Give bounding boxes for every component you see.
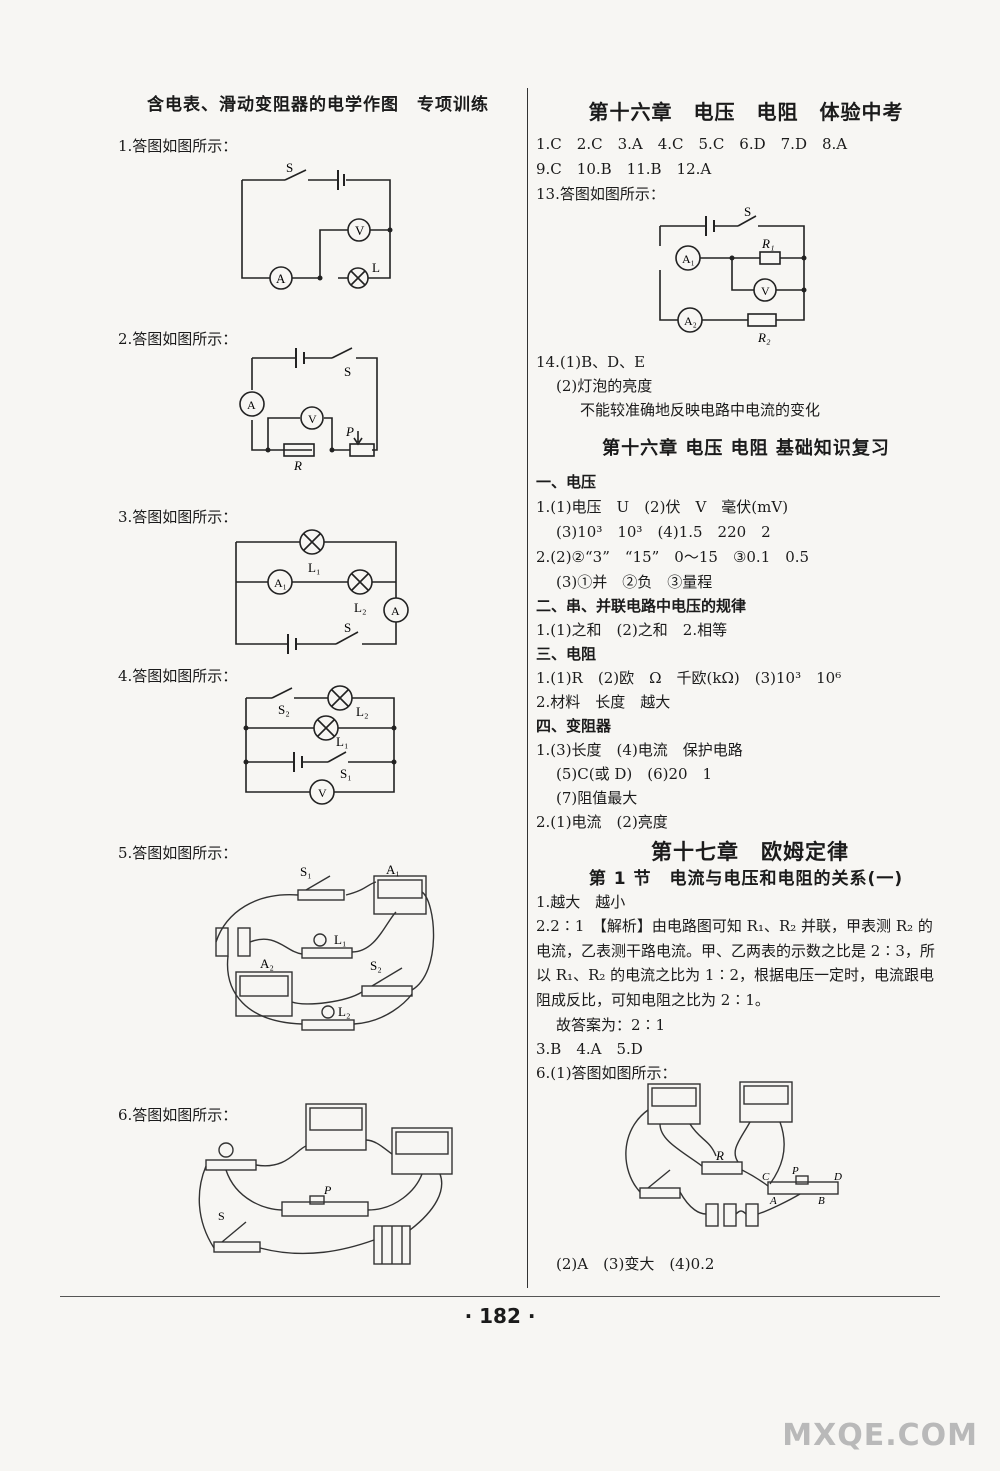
question-2-label: 2.答图如图所示： (118, 330, 238, 348)
answer-6-part-2: (2)A (3)变大 (4)0.2 (556, 1255, 715, 1273)
diagram-5-ammeter-2-label: A₂ (260, 956, 274, 971)
answer-14-part-1: 14.(1)B、D、E (536, 353, 646, 371)
left-column: 含电表、滑动变阻器的电学作图 专项训练 (118, 90, 518, 115)
footer-rule (60, 1296, 940, 1297)
voltage-line-2: (3)10³ 10³ (4)1.5 220 2 (556, 523, 771, 541)
section-1-title: 第 1 节 电流与电压和电阻的关系(一) (588, 869, 904, 889)
diagram-3-ammeter-label: A (391, 604, 400, 618)
circuit-diagram-4: S₂ L₂ L₁ S₁ V (243, 685, 397, 805)
page-number: · 182 · (464, 1304, 536, 1328)
answers-3-5: 3.B 4.A 5.D (536, 1040, 643, 1058)
section-rheostat: 四、变阻器 (536, 717, 612, 735)
answers-row-1: 1.C 2.C 3.A 4.C 5.C 6.D 7.D 8.A (536, 135, 848, 153)
circuit-diagram-3: A₁ L₁ L₂ A S (235, 529, 409, 654)
diagram-5-lamp-1-label: L₁ (334, 932, 346, 947)
answer-6-terminal-c-label: C (762, 1171, 770, 1183)
diagram-13-resistor-1-label: R₁ (761, 236, 774, 251)
diagram-5-switch-2-label: S₂ (370, 958, 382, 973)
question-4-label: 4.答图如图所示： (118, 667, 238, 685)
rheostat-line-2: (5)C(或 D) (6)20 1 (556, 765, 713, 783)
physical-circuit-5: S₁ A₁ L₁ A₂ S₂ L₂ (215, 862, 435, 1031)
watermark: MXQE.COM (782, 1418, 978, 1453)
voltage-line-4: (3)①并 ②负 ③量程 (556, 573, 713, 591)
diagram-13-voltmeter-label: V (761, 284, 770, 298)
resistance-line-1: 1.(1)R (2)欧 Ω 千欧(kΩ) (3)10³ 10⁶ (536, 669, 842, 687)
voltage-line-3: 2.(2)②“3” “15” 0～15 ③0.1 0.5 (536, 548, 810, 566)
answer-6-terminal-d-label: D (833, 1171, 842, 1183)
diagram-4-switch-2-label: S₂ (278, 702, 290, 717)
answer-6-slider-label: P (791, 1165, 799, 1177)
voltage-line-1: 1.(1)电压 U (2)伏 V 毫伏(mV) (536, 498, 789, 516)
answer-6-terminal-b-label: B (818, 1195, 825, 1207)
diagram-5-switch-1-label: S₁ (300, 864, 312, 879)
diagram-2-switch-label: S (344, 364, 351, 379)
diagram-13-switch-label: S (744, 204, 751, 219)
diagram-4-voltmeter-label: V (318, 786, 327, 800)
chapter-16-exam-title: 第十六章 电压 电阻 体验中考 (588, 100, 904, 124)
diagram-13-resistor-2-label: R₂ (757, 330, 771, 345)
question-6-label: 6.答图如图所示： (118, 1106, 238, 1124)
answer-2-conclusion: 故答案为：2∶1 (556, 1016, 666, 1034)
diagram-5-ammeter-1-label: A₁ (386, 862, 400, 877)
section-voltage: 一、电压 (536, 473, 597, 491)
diagram-1-switch-label: S (286, 160, 293, 175)
diagram-4-lamp-1-label: L₁ (336, 734, 348, 749)
question-5-label: 5.答图如图所示： (118, 844, 238, 862)
question-3-label: 3.答图如图所示： (118, 508, 238, 526)
diagram-2-voltmeter-label: V (308, 412, 317, 426)
question-1-label: 1.答图如图所示： (118, 137, 238, 155)
diagram-13-ammeter-2-label: A₂ (684, 314, 697, 328)
voltage-rules-line-1: 1.(1)之和 (2)之和 2.相等 (536, 621, 728, 639)
answer-2-explanation: 2.2∶1 【解析】由电路图可知 R₁、R₂ 并联，甲表测 R₂ 的电流，乙表测… (536, 917, 935, 1009)
answers-row-2: 9.C 10.B 11.B 12.A (536, 160, 712, 178)
left-section-title: 含电表、滑动变阻器的电学作图 专项训练 (147, 95, 489, 115)
answer-14-part-3: 不能较准确地反映电路中电流的变化 (580, 401, 821, 419)
diagram-1-ammeter-label: A (276, 271, 286, 286)
column-divider (527, 88, 528, 1288)
section-resistance: 三、电阻 (536, 645, 597, 663)
physical-circuit-6: P S (198, 1103, 453, 1265)
diagram-5-lamp-2-label: L₂ (338, 1004, 350, 1019)
answer-6-part-1: 6.(1)答图如图所示： (536, 1064, 677, 1082)
diagram-4-switch-1-label: S₁ (340, 766, 352, 781)
circuit-diagram-13: S A₁ R₁ V A₂ R₂ (659, 204, 807, 345)
answer-1: 1.越大 越小 (536, 893, 626, 911)
diagram-13-ammeter-1-label: A₁ (682, 252, 695, 266)
diagram-3-lamp-2-label: L₂ (354, 600, 366, 615)
diagram-2-ammeter-label: A (247, 398, 256, 412)
chapter-17-title: 第十七章 欧姆定律 (651, 840, 849, 864)
question-13-label: 13.答图如图所示： (536, 185, 665, 203)
diagram-2-slider-label: P (345, 424, 354, 439)
section-voltage-rules: 二、串、并联电路中电压的规律 (536, 597, 747, 615)
chapter-16-review-title: 第十六章 电压 电阻 基础知识复习 (602, 438, 890, 459)
diagram-2-resistor-label: R (293, 458, 302, 473)
answer-14-part-2: (2)灯泡的亮度 (556, 377, 653, 395)
circuit-diagram-1: S V A L (241, 160, 393, 290)
diagram-6-switch-label: S (218, 1209, 225, 1223)
diagram-3-ammeter-1-label: A₁ (274, 576, 287, 590)
diagram-3-lamp-1-label: L₁ (308, 560, 320, 575)
diagram-1-voltmeter-label: V (355, 223, 365, 238)
diagram-6-slider-label: P (323, 1183, 332, 1197)
answer-6-resistor-label: R (715, 1148, 724, 1163)
rheostat-line-1: 1.(3)长度 (4)电流 保护电路 (536, 741, 743, 759)
circuit-diagram-2: S A V R P (239, 347, 378, 473)
diagram-4-lamp-2-label: L₂ (356, 704, 368, 719)
physical-circuit-answer-6: R C P D A B (625, 1081, 842, 1227)
resistance-line-2: 2.材料 长度 越大 (536, 693, 671, 711)
diagram-3-switch-label: S (344, 620, 351, 635)
answer-6-terminal-a-label: A (769, 1195, 777, 1207)
rheostat-line-3: (7)阻值最大 (556, 789, 638, 807)
diagram-1-lamp-label: L (372, 260, 380, 275)
rheostat-line-4: 2.(1)电流 (2)亮度 (536, 813, 668, 831)
